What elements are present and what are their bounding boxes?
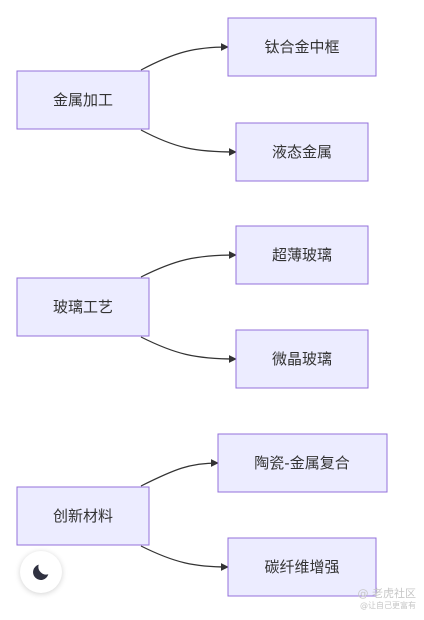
theme-toggle-button[interactable]	[20, 551, 62, 593]
node-label: 钛合金中框	[264, 38, 339, 56]
node-label: 陶瓷-金属复合	[254, 454, 349, 472]
node-label: 微晶玻璃	[272, 350, 332, 368]
node-carbon-fiber: 碳纤维增强	[227, 537, 377, 597]
watermark: @ 老虎社区 @让自己更富有	[357, 587, 417, 610]
node-label: 液态金属	[272, 143, 332, 161]
node-liquid-metal: 液态金属	[235, 122, 369, 182]
edge-innovative-to-ceramic	[140, 459, 219, 487]
node-ultrathin-glass: 超薄玻璃	[235, 225, 369, 285]
node-label: 超薄玻璃	[272, 246, 332, 264]
edge-glass-to-ultrathin	[140, 251, 237, 278]
node-titanium-frame: 钛合金中框	[227, 17, 377, 77]
node-microcrystal-glass: 微晶玻璃	[235, 329, 369, 389]
node-innovative-materials: 创新材料	[16, 486, 150, 546]
edge-metal-to-titanium	[140, 43, 229, 71]
node-label: 碳纤维增强	[264, 558, 339, 576]
edge-metal-to-liquid	[140, 129, 237, 156]
node-glass-craft: 玻璃工艺	[16, 277, 150, 337]
watermark-line-2: @让自己更富有	[360, 600, 416, 610]
watermark-line-1: @ 老虎社区	[357, 587, 417, 600]
node-label: 金属加工	[53, 91, 113, 109]
edge-innovative-to-carbon	[140, 545, 229, 571]
edge-glass-to-microcrystal	[140, 336, 237, 363]
node-metal-processing: 金属加工	[16, 70, 150, 130]
node-label: 玻璃工艺	[53, 298, 113, 316]
node-ceramic-metal-composite: 陶瓷-金属复合	[217, 433, 388, 493]
node-label: 创新材料	[53, 507, 113, 525]
moon-icon	[33, 564, 49, 580]
